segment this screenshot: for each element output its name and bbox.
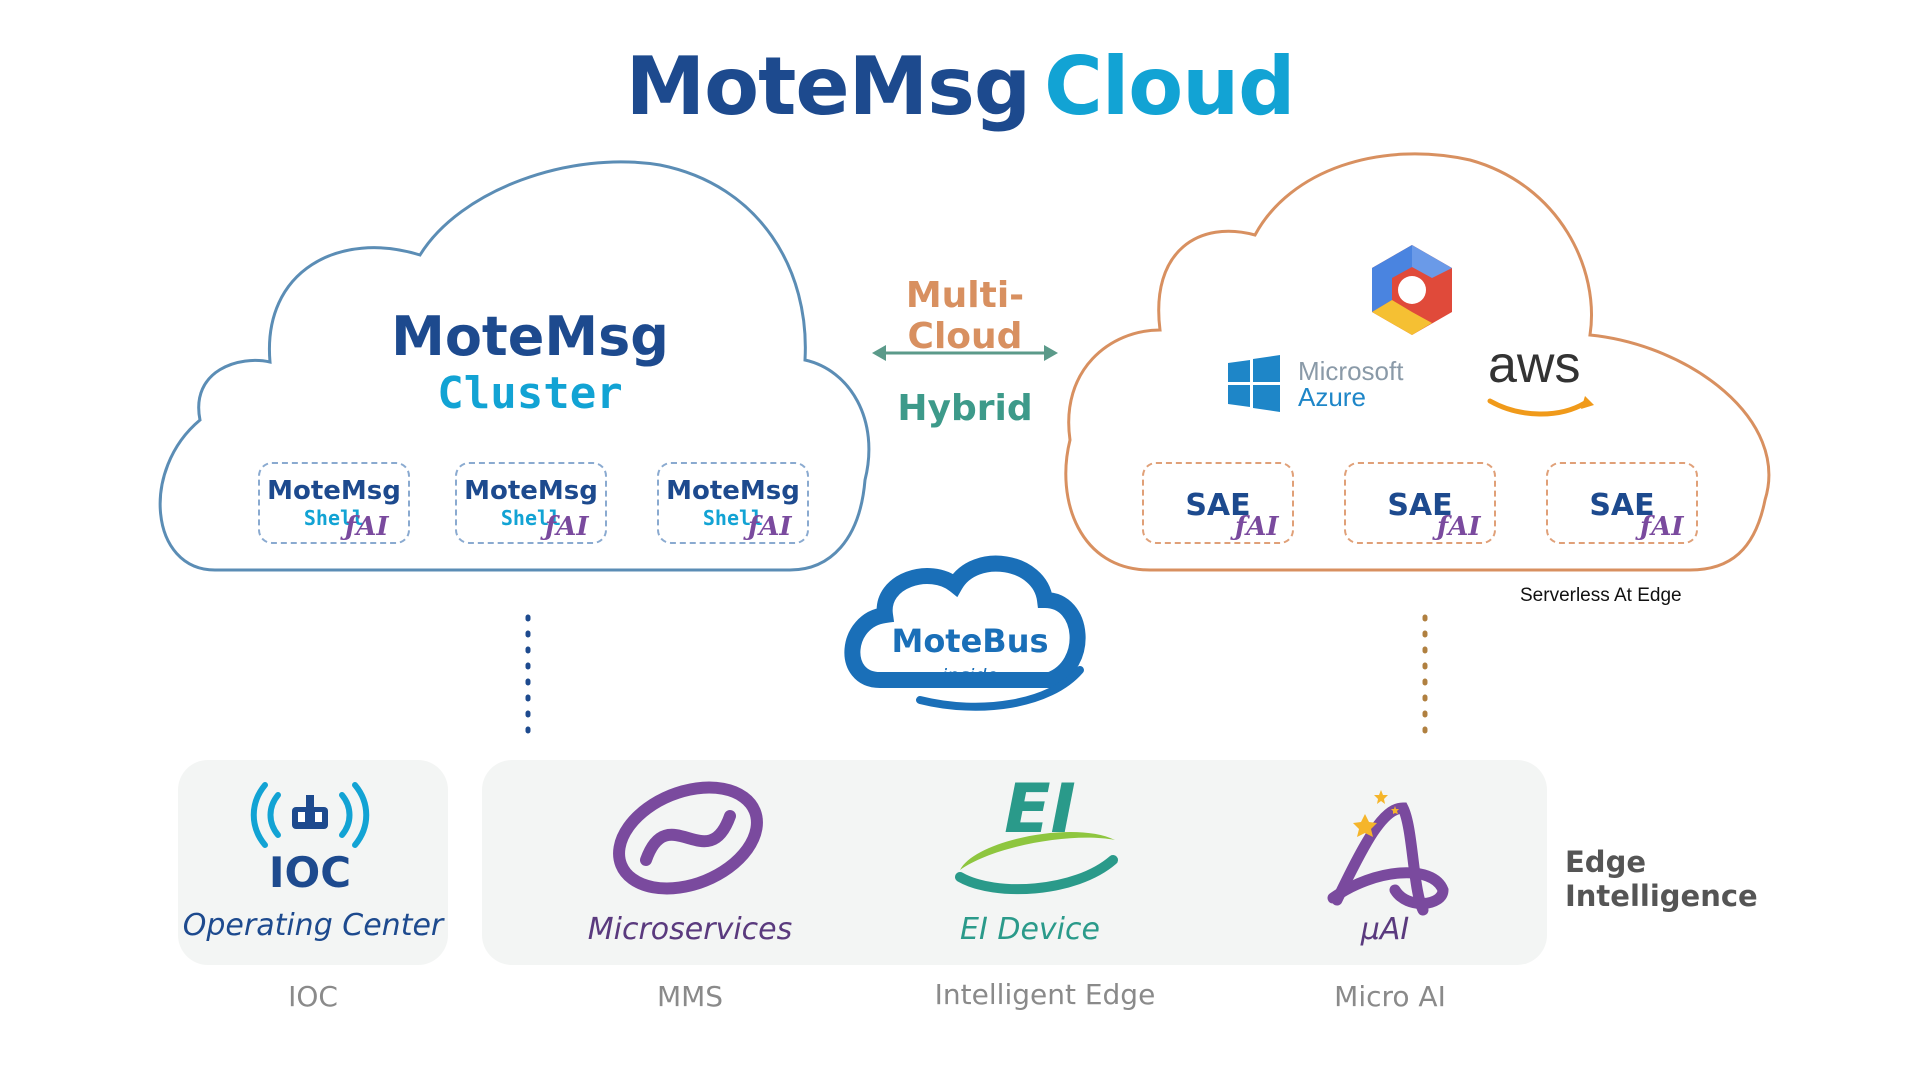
micro-ai-caption: Micro AI	[1334, 980, 1446, 1013]
ei-logo-text: EI	[1004, 770, 1076, 849]
ai-badge-text: AI	[1448, 512, 1481, 542]
hybrid-label: Hybrid	[897, 388, 1033, 429]
google-cloud-icon	[1372, 245, 1452, 335]
intelligent-edge-caption: Intelligent Edge	[934, 978, 1156, 1011]
ai-badge-text: AI	[356, 512, 389, 542]
sae-ai-badge-2: ƒAI	[1437, 512, 1481, 542]
windows-icon	[1228, 355, 1280, 412]
multi-cloud-label: Multi-Cloud	[905, 275, 1025, 357]
ioc-panel	[178, 760, 448, 965]
sae-label: SAE	[1589, 488, 1655, 523]
ai-badge-text: AI	[759, 512, 792, 542]
azure-line1: Microsoft	[1298, 356, 1404, 386]
edge-intelligence-label: Edge Intelligence	[1565, 845, 1758, 913]
mms-caption: MMS	[656, 980, 724, 1013]
shell-box-1: MoteMsg Shell	[258, 462, 410, 544]
sae-label: SAE	[1185, 488, 1251, 523]
shell-name: MoteMsg	[267, 476, 401, 506]
azure-line2: Azure	[1298, 382, 1366, 412]
serverless-caption: Serverless At Edge	[1520, 585, 1682, 606]
motebus-sub: inside	[941, 665, 999, 687]
ioc-logo-text: IOC	[268, 848, 352, 897]
multicloud-arrow	[872, 345, 1058, 361]
cluster-title: MoteMsg	[391, 305, 669, 368]
sae-box-2: SAE	[1344, 462, 1496, 544]
ei-device-label: EI Device	[960, 912, 1100, 947]
microservices-label: Microservices	[587, 912, 793, 947]
ioc-label: Operating Center	[182, 908, 444, 943]
right-cloud-outline	[1064, 152, 1771, 572]
aws-arrow-icon	[1581, 396, 1594, 409]
title-part-motemsg: MoteMsg	[625, 40, 1032, 133]
sae-box-3: SAE	[1546, 462, 1698, 544]
ai-badge-text: AI	[1246, 512, 1279, 542]
ai-badge-text: AI	[1651, 512, 1684, 542]
sae-ai-badge-3: ƒAI	[1640, 512, 1684, 542]
ai-badge-text: AI	[556, 512, 589, 542]
shell-sub: Shell	[702, 506, 764, 530]
ai-badge-3: ƒAI	[748, 512, 792, 542]
sae-ai-badge-1: ƒAI	[1235, 512, 1279, 542]
motebus-cloud-icon	[844, 555, 1086, 711]
cluster-subtitle: Cluster	[437, 368, 623, 419]
micro-ai-label: μAI	[1360, 912, 1410, 947]
shell-sub: Shell	[500, 506, 562, 530]
shell-name: MoteMsg	[666, 476, 800, 506]
shell-sub: Shell	[303, 506, 365, 530]
ioc-caption: IOC	[288, 980, 338, 1013]
ai-badge-2: ƒAI	[545, 512, 589, 542]
shell-box-3: MoteMsg Shell	[657, 462, 809, 544]
ai-badge-1: ƒAI	[345, 512, 389, 542]
left-cloud-outline	[158, 160, 871, 572]
sae-box-1: SAE	[1142, 462, 1294, 544]
sae-label: SAE	[1387, 488, 1453, 523]
motebus-label: MoteBus	[891, 622, 1049, 660]
aws-smile-icon	[1487, 398, 1588, 417]
shell-name: MoteMsg	[464, 476, 598, 506]
title-part-cloud: Cloud	[1044, 40, 1295, 133]
shell-box-2: MoteMsg Shell	[455, 462, 607, 544]
aws-label: aws	[1488, 336, 1581, 394]
